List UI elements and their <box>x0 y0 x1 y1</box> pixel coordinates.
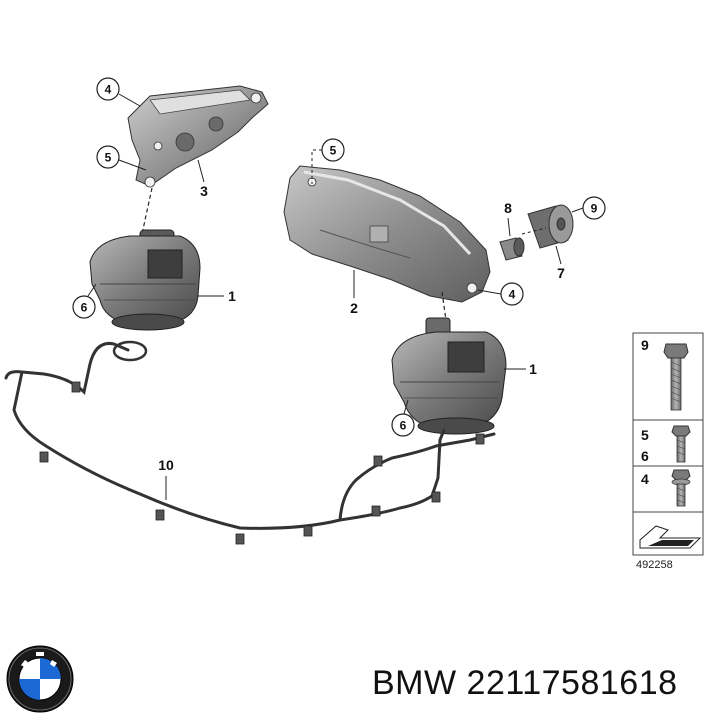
bracket-part-2 <box>283 165 491 303</box>
callout-4-top-label: 4 <box>105 83 112 97</box>
fastener-legend: 9 5 6 4 <box>632 332 704 556</box>
leader-line <box>477 289 502 295</box>
legend-label-4: 4 <box>641 471 649 487</box>
label-part-1-left: 1 <box>228 288 236 304</box>
callout-9-label: 9 <box>591 202 598 216</box>
label-part-3: 3 <box>200 183 208 199</box>
callout-4-right-label: 4 <box>509 288 516 302</box>
engine-mount-left <box>89 229 201 331</box>
bushing-part-8 <box>499 237 525 261</box>
long-bolt-icon <box>663 343 689 411</box>
callout-5-right-label: 5 <box>330 144 337 158</box>
short-bolt-icon <box>671 425 691 463</box>
leader-line <box>403 399 409 415</box>
diagram-id: 492258 <box>636 559 673 571</box>
leader-line <box>507 217 511 237</box>
label-part-7: 7 <box>557 265 565 281</box>
brand-part-number: BMW 22117581618 <box>372 664 678 702</box>
label-part-8: 8 <box>504 200 512 216</box>
engine-mount-right <box>391 317 507 435</box>
leader-line <box>571 207 584 213</box>
reference-arrow-icon <box>639 525 702 549</box>
legend-label-9: 9 <box>641 337 649 353</box>
label-part-10: 10 <box>158 457 174 473</box>
leader-line <box>141 187 153 235</box>
flange-bolt-icon <box>671 469 691 507</box>
callout-6-left-label: 6 <box>81 301 88 315</box>
label-part-2: 2 <box>350 300 358 316</box>
callout-6-right <box>391 413 415 437</box>
callout-6-left <box>72 295 96 319</box>
leader-line <box>441 291 447 321</box>
leader-line <box>118 159 147 171</box>
callout-6-right-label: 6 <box>400 419 407 433</box>
callout-5-top-label: 5 <box>105 151 112 165</box>
leader-line <box>555 245 562 265</box>
callout-4-top <box>96 77 120 101</box>
leader-line <box>197 159 205 183</box>
harness-clips <box>39 381 485 545</box>
leader-line <box>87 283 97 297</box>
leader-line <box>311 149 322 184</box>
bracket-part-3 <box>127 85 269 188</box>
legend-label-5: 5 <box>641 427 649 443</box>
damper-part-9 <box>527 204 574 249</box>
leader-line <box>118 93 141 107</box>
callout-5-top <box>96 145 120 169</box>
bmw-roundel-logo <box>6 645 74 713</box>
leader-line <box>521 227 547 235</box>
label-part-1-right: 1 <box>529 361 537 377</box>
legend-label-6: 6 <box>641 448 649 464</box>
